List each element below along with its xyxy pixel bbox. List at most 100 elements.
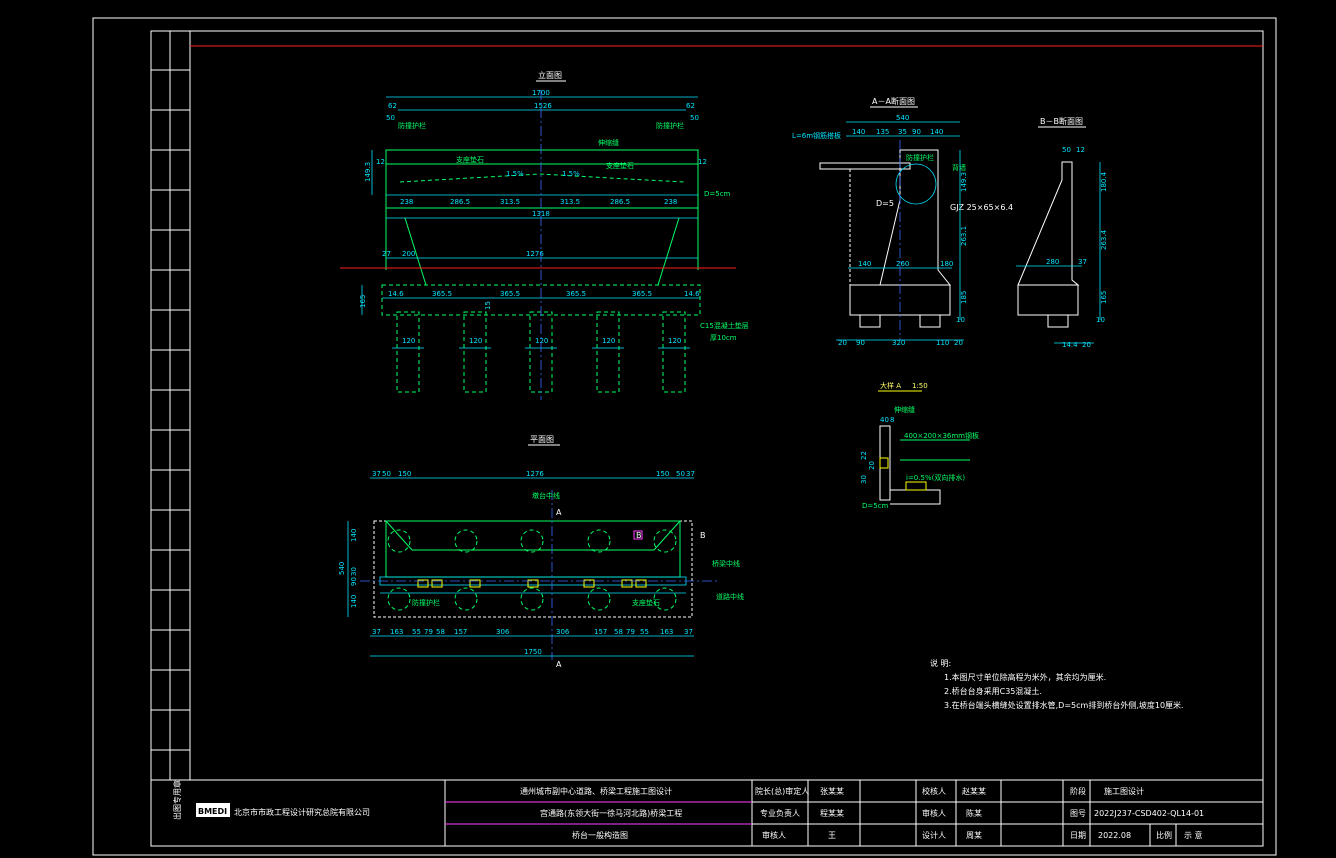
dimension-label: 540 xyxy=(338,562,346,575)
left-strip xyxy=(151,31,190,780)
dimension-label: 1750 xyxy=(524,648,542,656)
dimension-label: 90 xyxy=(856,339,865,347)
dimension-label: 306 xyxy=(556,628,570,636)
dimension-label: 163 xyxy=(390,628,403,636)
dimension-label: 149.3 xyxy=(364,162,372,182)
dimension-label: 157 xyxy=(454,628,467,636)
dimension-label: 62 xyxy=(388,102,397,110)
dimension-label: 1276 xyxy=(526,470,544,478)
dimension-label: 37 xyxy=(372,470,381,478)
dimension-label: 防撞护栏 xyxy=(656,121,684,130)
dimension-label: 通州城市副中心道路、桥梁工程施工图设计 xyxy=(520,786,672,796)
dimension-label: 示 意 xyxy=(1184,830,1203,840)
dimension-label: 150 xyxy=(656,470,669,478)
dimension-label: 背墙 xyxy=(952,163,966,172)
company-logo xyxy=(196,803,230,817)
dimension-label: 200 xyxy=(402,250,415,258)
dimension-label: 2022J237-CSD402-QL14-01 xyxy=(1094,809,1204,818)
dimension-label: 程某某 xyxy=(820,809,844,818)
dimension-label: 王 xyxy=(828,831,836,840)
dimension-label: 22 xyxy=(860,451,868,460)
dimension-label: 140 xyxy=(930,128,943,136)
dimension-label: 37 xyxy=(686,470,695,478)
dimension-label: 14.6 xyxy=(388,290,404,298)
dimension-label: i=0.5%(双向排水) xyxy=(906,473,965,482)
dimension-label: 20 xyxy=(954,339,963,347)
dimension-label: 150 xyxy=(398,470,411,478)
dimension-label: 防撞护栏 xyxy=(412,598,440,607)
dimension-label: BMEDI xyxy=(198,807,227,816)
dimension-label: 50 xyxy=(382,470,391,478)
dimension-label: 1276 xyxy=(526,250,544,258)
dimension-label: 79 xyxy=(626,628,635,636)
dimension-label: 8 xyxy=(890,416,894,424)
dimension-label: 赵某某 xyxy=(962,786,986,796)
dimension-label: D=5 xyxy=(876,199,894,208)
outer-frame xyxy=(92,17,1277,856)
dimension-label: 陈某 xyxy=(966,808,982,818)
section-bb-title: B－B断面图 xyxy=(1040,116,1083,126)
dimension-label: 20 xyxy=(1082,341,1091,349)
dimension-label: 306 xyxy=(496,628,510,636)
section-aa-title: A－A断面图 xyxy=(872,96,915,106)
dimension-label: 165 xyxy=(359,295,367,308)
dimension-label: 163 xyxy=(660,628,673,636)
dimension-label: 313.5 xyxy=(560,198,580,206)
dimension-label: 140 xyxy=(350,595,358,608)
dimension-label: 桥梁中线 xyxy=(712,559,740,568)
section-aa-view: A－A断面图 540 140 135 35 90 140 L=6m钢筋搭板 GJ… xyxy=(792,96,1013,347)
dimension-label: 14.4 xyxy=(1062,341,1078,349)
dimension-label: 10 xyxy=(1096,316,1105,324)
dimension-label: 50 xyxy=(676,470,685,478)
dimension-label: 320 xyxy=(892,339,905,347)
dimension-label: 540 xyxy=(896,114,909,122)
dimension-label: 120 xyxy=(668,337,681,345)
dimension-label: 37 xyxy=(1078,258,1087,266)
dimension-label: 院长(总)审定人 xyxy=(755,786,809,796)
dimension-label: 120 xyxy=(602,337,615,345)
dimension-label: 图号 xyxy=(1070,809,1086,818)
dimension-label: 79 xyxy=(424,628,433,636)
dimension-label: 厚10cm xyxy=(710,334,737,342)
dimension-label: D=5cm xyxy=(704,190,731,198)
dimension-label: 140 xyxy=(858,260,871,268)
dimension-label: 185 xyxy=(960,291,968,304)
dimension-label: 37 xyxy=(372,628,381,636)
dimension-label: 27 xyxy=(382,250,391,258)
dimension-label: 90 xyxy=(350,577,358,586)
dimension-label: 专业负责人 xyxy=(760,808,800,818)
dimension-label: 1.5% xyxy=(562,170,580,178)
dimension-label: A xyxy=(556,508,562,517)
dimension-label: 58 xyxy=(436,628,445,636)
dimension-label: 365.5 xyxy=(500,290,520,298)
dimension-label: 支座垫石 xyxy=(456,155,484,164)
detail-a-title: 大样 A xyxy=(880,381,901,390)
dimension-label: GJZ 25×65×6.4 xyxy=(950,203,1013,212)
dimension-label: 135 xyxy=(876,128,889,136)
company-name: 北京市市政工程设计研究总院有限公司 xyxy=(234,807,370,817)
dimension-label: 说 明: xyxy=(930,658,951,668)
elevation-title: 立面图 xyxy=(538,70,562,80)
dimension-label: 260 xyxy=(896,260,909,268)
dimension-label: 3.在桥台端头横缝处设置排水管,D=5cm排到桥台外侧,坡度10厘米. xyxy=(944,700,1184,710)
dimension-label: 防撞护栏 xyxy=(906,153,934,162)
dimension-label: 400×200×36mm钢板 xyxy=(904,431,979,440)
dimension-label: 12 xyxy=(698,158,707,166)
dimension-label: 阶段 xyxy=(1070,786,1086,796)
dimension-label: 58 xyxy=(614,628,623,636)
dimension-label: 238 xyxy=(400,198,413,206)
dimension-label: 313.5 xyxy=(500,198,520,206)
dimension-label: 审核人 xyxy=(762,830,786,840)
dimension-label: 审核人 xyxy=(922,808,946,818)
dimension-label: 286.5 xyxy=(450,198,470,206)
elevation-view: 立面图 1700 1526 62 62 50 50 1.5% 1.5% 238 … xyxy=(340,70,749,400)
dimension-label: 张某某 xyxy=(820,787,844,796)
dimension-label: 55 xyxy=(640,628,649,636)
dimension-label: 110 xyxy=(936,339,949,347)
dimension-label: 1.5% xyxy=(506,170,524,178)
dimension-label: 180 xyxy=(940,260,953,268)
dimension-label: 桥台一般构造图 xyxy=(572,830,628,840)
dimension-label: 30 xyxy=(860,475,868,484)
dimension-label: 30 xyxy=(350,567,358,576)
dimension-label: 263.4 xyxy=(1100,229,1108,250)
